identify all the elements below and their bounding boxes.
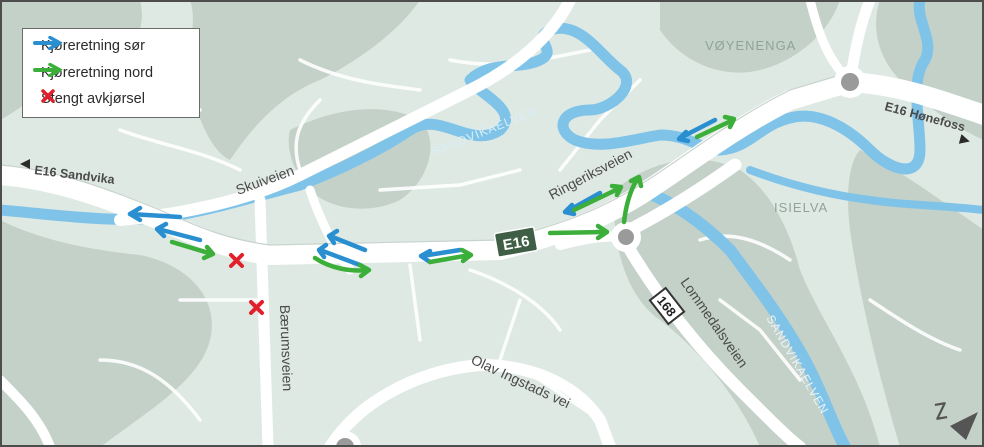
right-triangle-icon bbox=[958, 134, 970, 144]
closed-exit-markers bbox=[229, 253, 264, 315]
green-arrow-icon bbox=[33, 63, 62, 77]
e16-shield: E16 bbox=[493, 226, 539, 258]
south-direction-arrows bbox=[127, 117, 718, 268]
legend-item-closed: Stengt avkjørsel bbox=[33, 89, 145, 109]
legend-item-south: Kjøreretning sør bbox=[33, 36, 145, 56]
minor-roads bbox=[58, 48, 962, 422]
legend-label-closed: Stengt avkjørsel bbox=[41, 91, 145, 107]
voyenenga-label: VØYENENGA bbox=[705, 38, 796, 53]
red-cross-icon bbox=[41, 89, 55, 103]
legend-label-north: Kjøreretning nord bbox=[41, 65, 154, 81]
legend-item-north: Kjøreretning nord bbox=[33, 63, 153, 83]
left-triangle-icon bbox=[20, 159, 30, 169]
roundabouts bbox=[329, 66, 866, 447]
closed-exit-icon-2 bbox=[249, 300, 264, 315]
blue-arrow-icon bbox=[33, 36, 62, 50]
north-arrow-icon bbox=[934, 402, 978, 440]
baerumsveien-label: Bærumsveien bbox=[277, 305, 296, 392]
legend-label-south: Kjøreretning sør bbox=[41, 38, 145, 54]
e16-shield-label: E16 bbox=[502, 233, 531, 254]
map-legend: Kjøreretning sør Kjøreretning nord Steng… bbox=[22, 28, 200, 118]
isielva-label: ISIELVA bbox=[774, 200, 828, 215]
north-direction-arrows bbox=[169, 114, 737, 279]
closed-exit-icon-1 bbox=[229, 253, 244, 268]
